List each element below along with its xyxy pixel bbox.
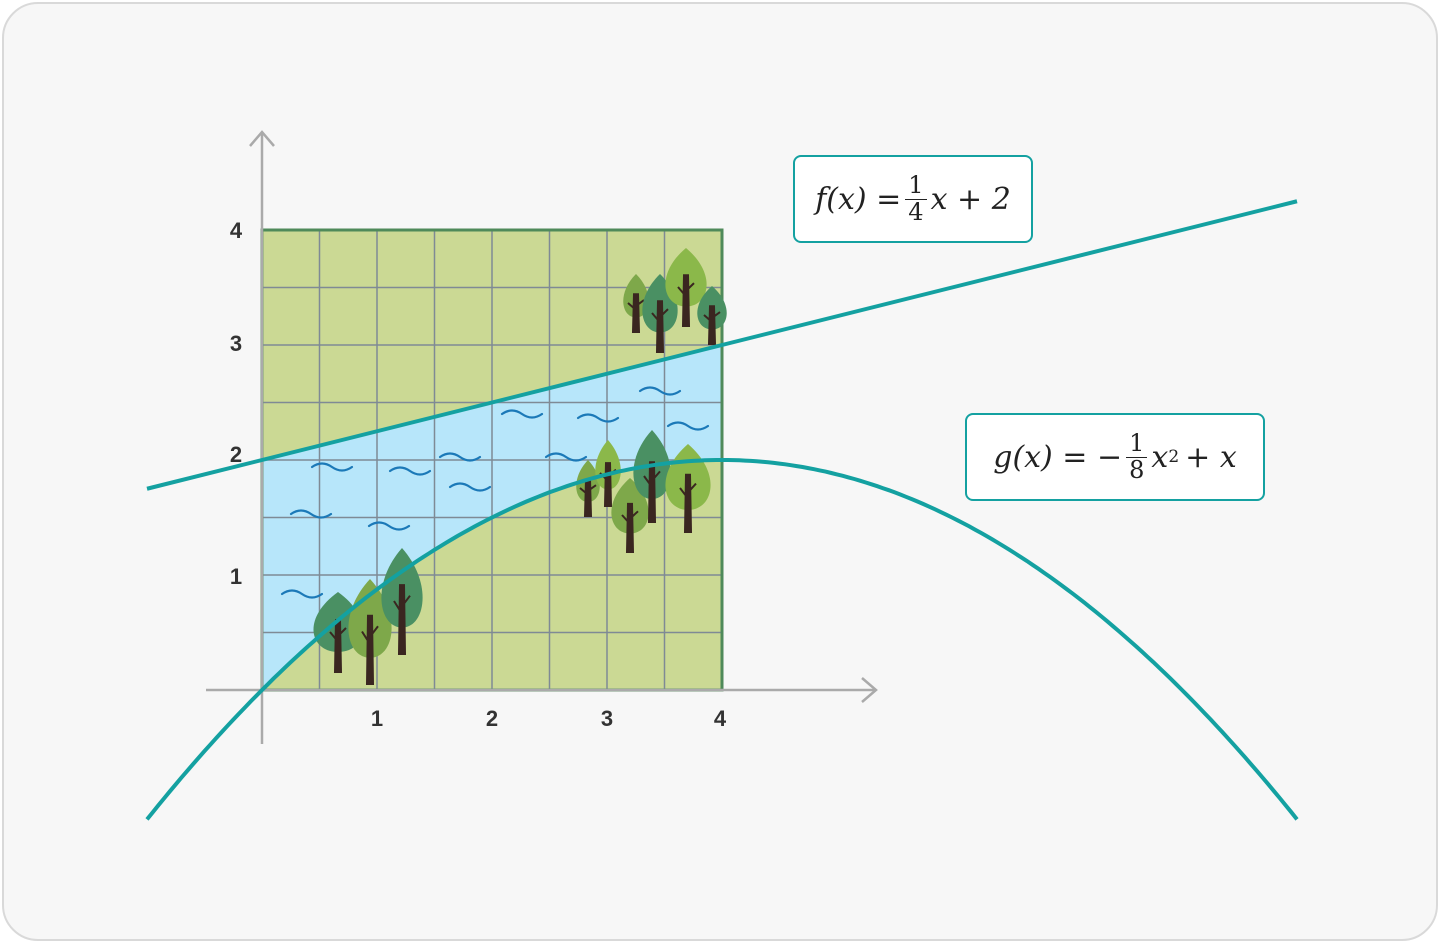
- x-tick-4: 4: [714, 706, 727, 731]
- wave-icon: [544, 452, 588, 462]
- graph-canvas: 1 2 3 4 1 2 3 4: [145, 130, 1299, 821]
- x-tick-1: 1: [371, 706, 383, 731]
- tree-icon: [665, 248, 707, 327]
- axes: [206, 130, 878, 744]
- y-axis-arrow: [249, 130, 275, 147]
- equation-f-label: f(x) = 1 4 x + 2: [793, 155, 1033, 243]
- equation-g-var: x: [1151, 439, 1169, 475]
- equation-f-lhs: f(x) =: [815, 181, 902, 217]
- tree-icon: [623, 274, 649, 333]
- equation-f-denominator: 4: [908, 197, 924, 226]
- equation-g-denominator: 8: [1129, 455, 1145, 484]
- y-tick-labels: 1 2 3 4: [230, 218, 243, 589]
- tree-icon: [697, 286, 727, 345]
- equation-f-fraction: 1 4: [905, 173, 927, 226]
- equation-g-numerator: 1: [1126, 431, 1148, 458]
- wave-icon: [310, 462, 354, 472]
- x-axis-arrow: [861, 677, 878, 703]
- tree-icon: [348, 579, 392, 685]
- wave-icon: [367, 521, 411, 531]
- wave-icon: [500, 409, 544, 419]
- wave-icon: [388, 466, 432, 476]
- equation-g-exponent: 2: [1168, 447, 1180, 467]
- wave-icon: [576, 413, 620, 423]
- tree-icon: [381, 548, 423, 655]
- wave-icon: [438, 452, 482, 462]
- equation-f-rhs: x + 2: [930, 181, 1011, 217]
- y-tick-2: 2: [230, 442, 242, 467]
- equation-f-numerator: 1: [905, 173, 927, 200]
- x-tick-3: 3: [601, 706, 613, 731]
- wave-icon: [638, 386, 682, 396]
- curve-g: [145, 458, 1299, 821]
- wave-icon: [448, 482, 492, 492]
- water-waves: [280, 386, 710, 599]
- y-tick-3: 3: [230, 331, 242, 356]
- y-tick-1: 1: [230, 564, 242, 589]
- wave-icon: [289, 509, 333, 519]
- equation-g-lhs: g(x) = −: [993, 439, 1123, 475]
- y-tick-4: 4: [230, 218, 243, 243]
- wave-icon: [666, 421, 710, 431]
- x-tick-labels: 1 2 3 4: [371, 706, 727, 731]
- equation-g-fraction: 1 8: [1126, 431, 1148, 484]
- equation-g-tail: + x: [1185, 439, 1237, 475]
- line-f: [146, 199, 1298, 491]
- x-tick-2: 2: [486, 706, 498, 731]
- wave-icon: [280, 589, 324, 599]
